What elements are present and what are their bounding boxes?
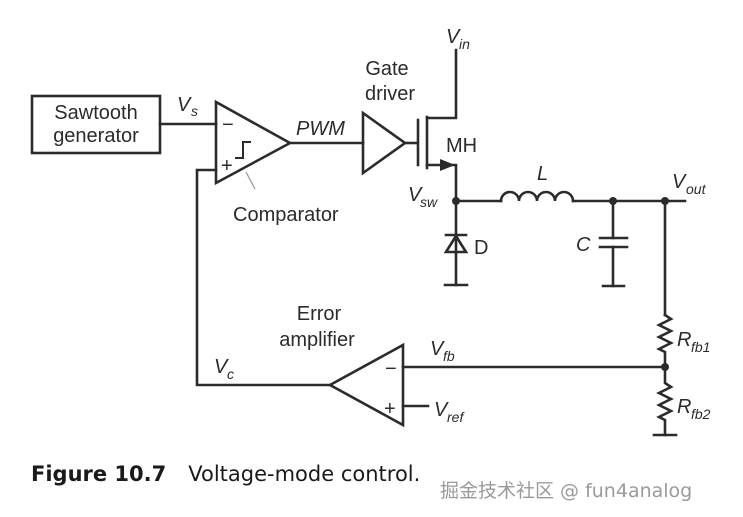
- error-amp-minus: −: [385, 358, 397, 380]
- rfb2-subscript: fb2: [691, 406, 711, 422]
- error-amplifier-triangle: [327, 342, 405, 428]
- gate-driver-label-line1: Gate: [365, 58, 408, 80]
- wire-vc: [195, 168, 332, 387]
- vc-subscript: c: [227, 366, 234, 382]
- inductor-label: L: [537, 163, 548, 185]
- sawtooth-label-line1: Sawtooth: [54, 102, 137, 124]
- rfb1-resistor: [656, 313, 674, 369]
- vsw-subscript: sw: [420, 194, 438, 210]
- figure-number: Figure 10.7: [31, 462, 167, 486]
- error-amp-plus: +: [384, 398, 396, 420]
- comparator-minus: −: [222, 114, 234, 136]
- mosfet-arrow-icon: [440, 159, 455, 171]
- inductor-l: L: [499, 163, 575, 203]
- rfb1-label: R: [677, 329, 691, 351]
- watermark: 掘金技术社区 @ fun4analog: [440, 480, 693, 502]
- rfb1-subscript: fb1: [691, 339, 710, 355]
- mosfet-mh: MH: [416, 48, 477, 202]
- vs-subscript: s: [191, 103, 198, 119]
- hysteresis-icon: [235, 141, 251, 159]
- vout-subscript: out: [686, 181, 707, 197]
- vc-label: V: [214, 356, 229, 378]
- vref-label: V: [434, 399, 449, 421]
- diode-triangle: [443, 233, 469, 254]
- vfb-subscript: fb: [443, 348, 455, 364]
- capacitor-c: C: [576, 199, 629, 288]
- vref-subscript: ref: [447, 409, 465, 425]
- vout-label: V: [672, 171, 687, 193]
- sawtooth-generator-block: Sawtooth generator: [30, 94, 162, 155]
- diode-label: D: [474, 237, 488, 259]
- mosfet-drain: [425, 48, 458, 120]
- error-amplifier: − + Error amplifier: [279, 303, 405, 428]
- gate-driver: Gate driver: [361, 58, 415, 176]
- pwm-label: PWM: [296, 118, 345, 140]
- gate-driver-label-line2: driver: [365, 83, 415, 105]
- rfb2-label: R: [677, 396, 691, 418]
- vin-subscript: in: [459, 36, 470, 52]
- vsw-label: V: [408, 184, 423, 206]
- sawtooth-label-line2: generator: [53, 125, 139, 147]
- vs-label: V: [177, 94, 192, 116]
- vfb-label: V: [430, 338, 445, 360]
- comparator-plus: +: [221, 155, 233, 177]
- error-amp-label-line1: Error: [297, 303, 342, 325]
- rfb2-resistor: [656, 365, 674, 437]
- figure-caption: Figure 10.7 Voltage-mode control.: [31, 462, 420, 486]
- mosfet-source: [425, 163, 458, 202]
- diode-d: D: [443, 199, 488, 287]
- comparator-pointer: [245, 171, 256, 190]
- error-amp-label-line2: amplifier: [279, 329, 355, 351]
- capacitor-label: C: [576, 234, 591, 256]
- figure-caption-text: Voltage-mode control.: [188, 462, 421, 486]
- comparator-label: Comparator: [233, 204, 339, 226]
- inductor-coil: [499, 190, 575, 203]
- vin-label: V: [446, 26, 461, 48]
- mosfet-label: MH: [446, 135, 477, 157]
- gate-driver-triangle: [361, 110, 408, 176]
- comparator-triangle: [214, 99, 293, 186]
- comparator: − + Comparator: [214, 99, 339, 226]
